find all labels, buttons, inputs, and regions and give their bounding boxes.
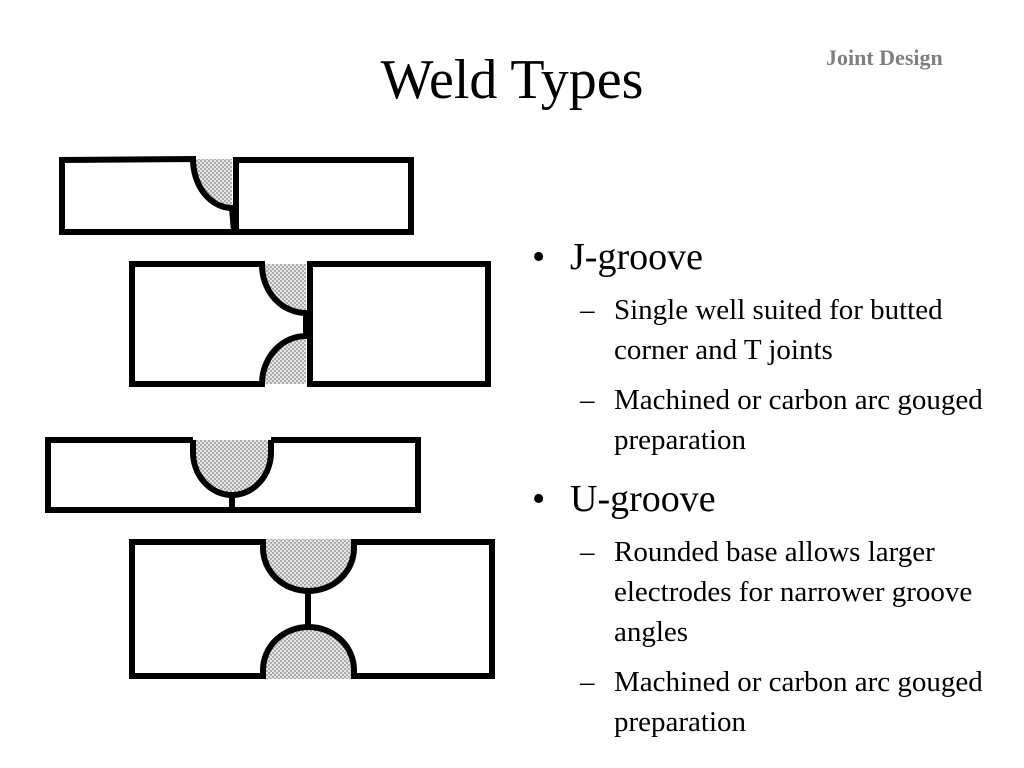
weld-metal-top <box>261 264 306 313</box>
left-plate <box>59 155 238 235</box>
weld-metal-top <box>263 542 354 591</box>
right-plate <box>307 261 491 387</box>
bullet-label: J-groove <box>570 236 703 278</box>
weld-metal <box>193 159 232 208</box>
sub-bullet-text: Rounded base allows larger electrodes fo… <box>614 536 973 648</box>
weld-metal-bottom <box>263 627 354 676</box>
sub-bullet-text: Single well suited for butted corner and… <box>614 294 943 366</box>
double-u-groove-diagram <box>129 539 495 679</box>
single-u-groove-diagram <box>45 437 421 513</box>
sub-bullet: – Rounded base allows larger electrodes … <box>532 532 1012 652</box>
dash-marker: – <box>580 536 595 568</box>
single-j-groove-diagram <box>59 155 414 235</box>
page-title: Weld Types <box>380 49 644 111</box>
right-plate <box>233 157 414 235</box>
sub-bullet: – Single well suited for butted corner a… <box>532 290 1012 370</box>
sub-bullet-text: Machined or carbon arc gouged preparatio… <box>614 384 983 456</box>
dash-marker: – <box>580 384 595 416</box>
dash-marker: – <box>580 294 595 326</box>
sub-bullet-text: Machined or carbon arc gouged preparatio… <box>614 666 983 738</box>
sub-bullet: – Machined or carbon arc gouged preparat… <box>532 380 1012 460</box>
bullet-marker: • <box>532 236 546 278</box>
bullet-label: U-groove <box>570 478 716 520</box>
bullet-group-j-groove: • J-groove – Single well suited for butt… <box>532 232 1012 460</box>
bullet-j-groove: • J-groove <box>532 232 1012 282</box>
section-label: Joint Design <box>826 45 943 70</box>
sub-bullet: – Machined or carbon arc gouged preparat… <box>532 662 1012 742</box>
bullet-list: • J-groove – Single well suited for butt… <box>532 232 1012 756</box>
bullet-group-u-groove: • U-groove – Rounded base allows larger … <box>532 474 1012 742</box>
weld-metal <box>193 440 271 495</box>
double-j-groove-diagram <box>129 261 491 387</box>
bullet-marker: • <box>532 478 546 520</box>
left-plate <box>129 261 309 387</box>
bullet-u-groove: • U-groove <box>532 474 1012 524</box>
groove-profile <box>190 440 274 498</box>
dash-marker: – <box>580 666 595 698</box>
weld-metal-bottom <box>262 336 306 384</box>
